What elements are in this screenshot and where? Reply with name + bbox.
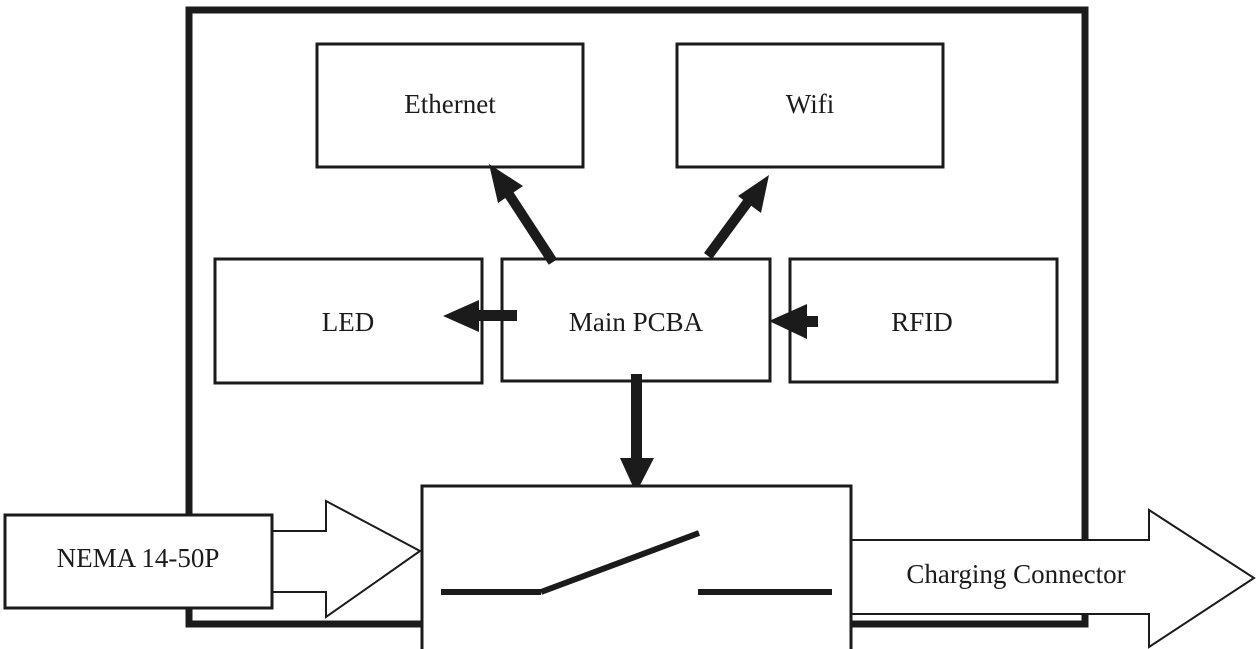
- nema-input-label: NEMA 14-50P: [57, 543, 220, 573]
- ethernet-block: Ethernet: [315, 42, 585, 169]
- arrow-rfid-to-main: [769, 304, 818, 339]
- main-pcba-label: Main PCBA: [569, 307, 704, 337]
- arrow-main-to-ethernet: [489, 164, 558, 265]
- ethernet-label: Ethernet: [404, 89, 496, 119]
- arrow-main-to-wifi: [703, 175, 769, 259]
- wifi-block: Wifi: [675, 42, 945, 169]
- wifi-label: Wifi: [786, 89, 834, 119]
- arrow-main-to-led: [443, 300, 517, 332]
- nema-input-block: NEMA 14-50P: [3, 513, 274, 610]
- charging-connector-arrow: Charging Connector: [850, 508, 1256, 649]
- led-block: LED: [213, 257, 484, 385]
- input-arrow: [271, 499, 422, 619]
- main-pcba-block: Main PCBA: [500, 257, 772, 383]
- charging-connector-label: Charging Connector: [906, 559, 1125, 589]
- arrow-main-to-relay: [620, 374, 654, 493]
- switch-lever: [539, 530, 701, 595]
- relay-switch-block: [420, 484, 853, 649]
- rfid-label: RFID: [891, 307, 953, 337]
- rfid-block: RFID: [788, 257, 1059, 384]
- led-label: LED: [322, 307, 374, 337]
